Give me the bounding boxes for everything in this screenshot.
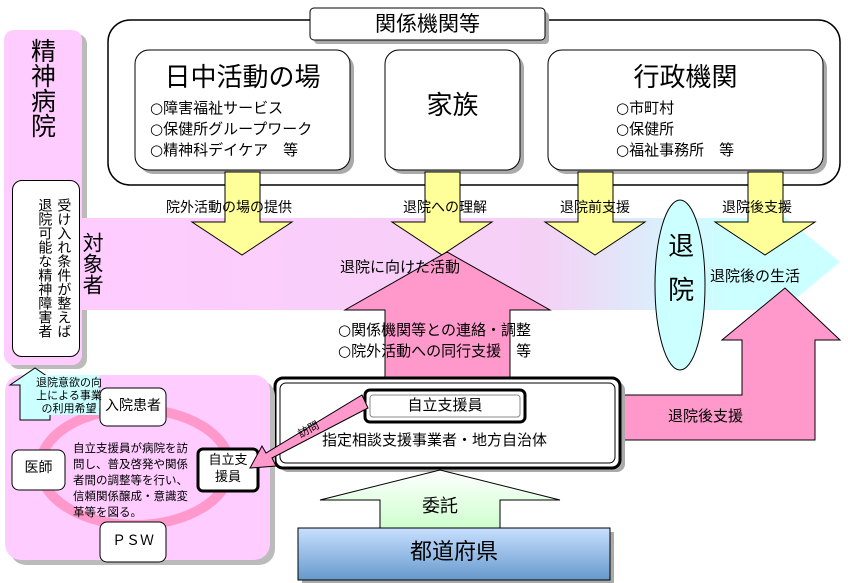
after-life-label: 退院後の生活 xyxy=(710,267,801,285)
after-support-label: 退院後支援 xyxy=(668,407,744,425)
psw-label: ＰＳＷ xyxy=(112,533,154,549)
admin-item: ○福祉事務所 等 xyxy=(616,141,735,159)
admin-item: ○市町村 xyxy=(616,99,675,117)
admin-box xyxy=(547,49,824,171)
agencies-title-box xyxy=(309,7,546,41)
support-items: ○関係機関等との連絡・調整 ○院外活動への同行支援 等 xyxy=(338,320,531,362)
label-understanding: 退院への理解 xyxy=(403,200,487,216)
admin-item: ○保健所 xyxy=(616,120,675,138)
support-item: ○関係機関等との連絡・調整 xyxy=(338,321,531,339)
target-desc-1: 受け入れ条件が整えば xyxy=(55,198,72,338)
doctor-box xyxy=(11,449,66,491)
supporter-label: 自立支援員 xyxy=(407,396,483,414)
doctor-label: 医師 xyxy=(24,460,53,476)
support-item: ○院外活動への同行支援 等 xyxy=(338,342,532,360)
admin-title: 行政機関 xyxy=(633,63,738,93)
patient-box xyxy=(99,387,167,427)
ward-desc-line: 革等を図る。 xyxy=(73,505,142,519)
label-post-support: 退院後支援 xyxy=(722,200,792,216)
target-label: 対象者 xyxy=(80,232,105,295)
label-pre-support: 退院前支援 xyxy=(560,200,630,216)
entrust-arrow xyxy=(319,469,561,531)
ward-supporter-box xyxy=(196,447,260,493)
label-outside-activity: 院外活動の場の提供 xyxy=(166,200,292,216)
patient-label: 入院患者 xyxy=(105,398,161,414)
daytime-box xyxy=(134,49,351,171)
family-title: 家族 xyxy=(426,91,479,121)
entrust-label: 委託 xyxy=(422,496,458,517)
motivation-label: 退院意欲の向上による事業の利用希望 xyxy=(36,376,102,415)
ward-desc-line: 者間の調整等を行い、 xyxy=(73,473,188,487)
family-box xyxy=(384,49,521,171)
ward-desc-line: 信頼関係醸成・意識変 xyxy=(73,489,188,503)
daytime-item: ○精神科デイケア 等 xyxy=(150,141,299,159)
org-label: 指定相談支援事業者・地方自治体 xyxy=(322,431,548,449)
center-up-arrow xyxy=(343,251,552,386)
ward-supporter-label: 自立支援員 xyxy=(208,453,248,485)
ward-desc-line: 問し、普及啓発や関係 xyxy=(73,457,188,471)
agencies-title: 関係機関等 xyxy=(375,12,480,36)
daytime-items: ○障害福祉サービス ○保健所グループワーク ○精神科デイケア 等 xyxy=(150,98,312,161)
down-arrows xyxy=(190,171,817,256)
ward-desc: 自立支援員が病院を訪 問し、普及啓発や関係 者間の調整等を行い、 信頼関係醸成・… xyxy=(73,440,188,520)
ward-desc-line: 自立支援員が病院を訪 xyxy=(73,441,188,455)
after-support-arrow xyxy=(614,287,842,441)
prefecture-box xyxy=(297,527,611,581)
daytime-item: ○障害福祉サービス xyxy=(150,99,284,117)
target-box xyxy=(12,180,80,357)
daytime-title: 日中活動の場 xyxy=(164,63,321,93)
discharge-label: 退院 xyxy=(663,232,694,320)
visit-arrow xyxy=(249,394,369,469)
daytime-item: ○保健所グループワーク xyxy=(150,120,313,138)
discharge-ellipse xyxy=(654,199,706,371)
band-label: 退院に向けた活動 xyxy=(340,258,461,276)
target-desc-2: 退院可能な精神障害者 xyxy=(36,198,53,338)
hospital-title: 精神病院 xyxy=(27,38,57,138)
prefecture-label: 都道府県 xyxy=(409,540,498,565)
admin-items: ○市町村 ○保健所 ○福祉事務所 等 xyxy=(616,98,734,161)
psw-box xyxy=(99,521,167,563)
